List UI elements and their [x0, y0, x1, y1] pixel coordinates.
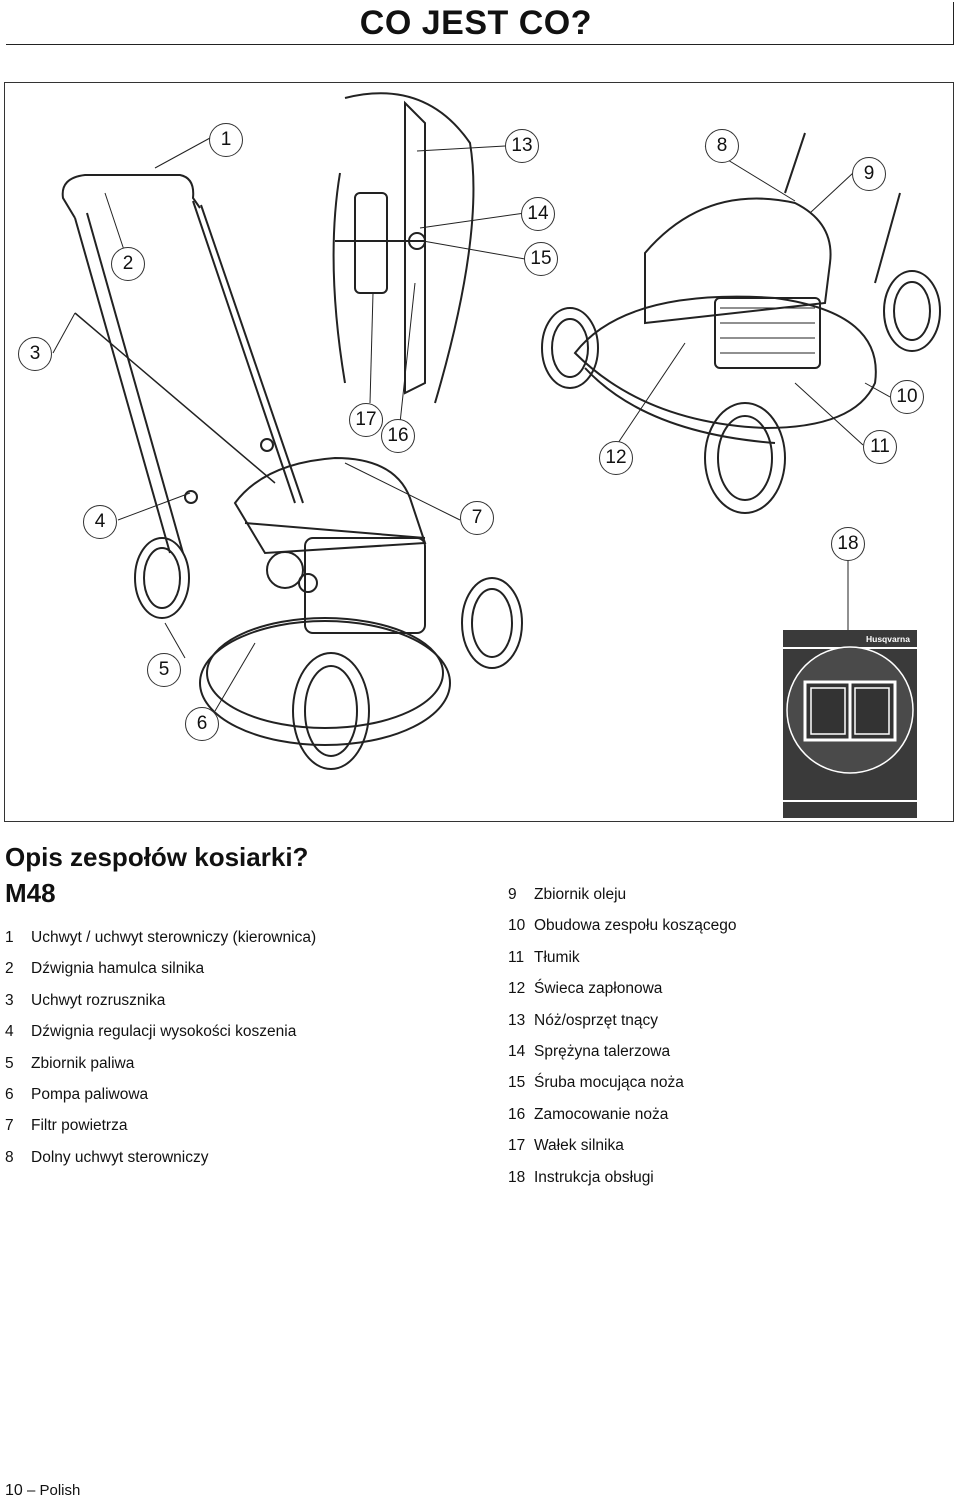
- page-title: CO JEST CO?: [359, 4, 592, 42]
- callout-3: 3: [18, 337, 52, 371]
- callout-14: 14: [521, 197, 555, 231]
- callout-9: 9: [852, 157, 886, 191]
- page-number: 10: [5, 1482, 23, 1499]
- footer-dash: –: [26, 1482, 36, 1499]
- footer-language: Polish: [39, 1482, 81, 1499]
- callout-11: 11: [863, 430, 897, 464]
- model-name: M48: [5, 878, 56, 908]
- handle-bar: [61, 174, 201, 219]
- callout-5: 5: [147, 653, 181, 687]
- callout-16: 16: [381, 419, 415, 453]
- callout-4: 4: [83, 505, 117, 539]
- callout-7: 7: [460, 501, 494, 535]
- callout-2: 2: [111, 247, 145, 281]
- callout-12: 12: [599, 441, 633, 475]
- manual-cover-image: Husqvarna: [783, 630, 917, 818]
- callout-17: 17: [349, 403, 383, 437]
- section-title: Opis zespołów kosiarki?: [5, 842, 309, 872]
- callout-8: 8: [705, 129, 739, 163]
- callout-15: 15: [524, 242, 558, 276]
- callout-6: 6: [185, 707, 219, 741]
- manual-brand-text: Husqvarna: [866, 634, 910, 644]
- parts-figure: 1 2 3 4 5 6 7 8 9 10 11 12 13 14 15 16 1…: [4, 82, 954, 822]
- header-rule: [6, 44, 954, 45]
- callout-13: 13: [505, 129, 539, 163]
- callout-10: 10: [890, 380, 924, 414]
- header-tick: [953, 2, 954, 44]
- manual-book-icon: Husqvarna: [783, 630, 917, 818]
- callout-18: 18: [831, 527, 865, 561]
- page-footer: 10 – Polish: [5, 1482, 80, 1500]
- mower-illustration: [52, 92, 941, 770]
- callout-1: 1: [209, 123, 243, 157]
